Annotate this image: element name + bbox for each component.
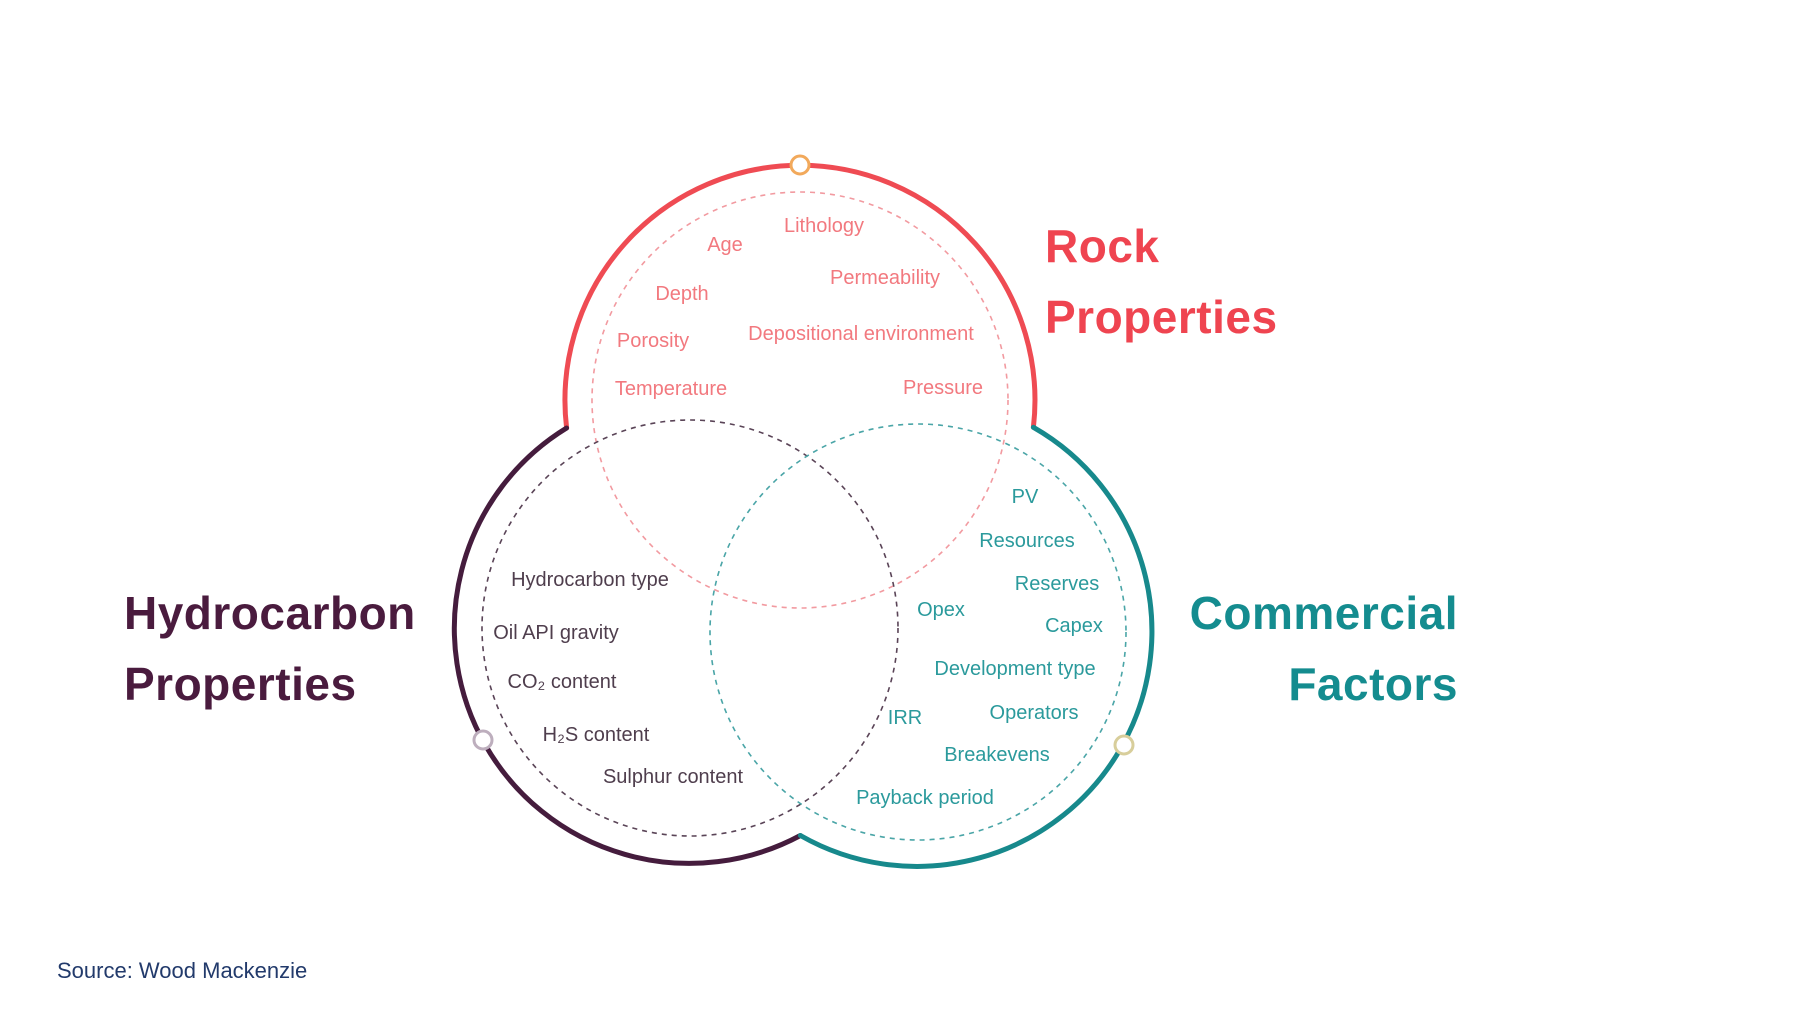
hydrocarbon-dashed-circle xyxy=(481,419,899,837)
rock-node-dot xyxy=(789,154,811,176)
commercial-factors-title-line1: Commercial xyxy=(1189,587,1458,639)
commercial-item-operators: Operators xyxy=(989,702,1079,724)
commercial-factors-title: Commercial Factors xyxy=(1158,578,1458,720)
commercial-item-opex: Opex xyxy=(917,599,965,621)
commercial-item-development-type: Development type xyxy=(934,658,1096,680)
hydrocarbon-item-oil-api-gravity: Oil API gravity xyxy=(493,622,619,644)
commercial-item-reserves: Reserves xyxy=(1014,573,1100,595)
hydrocarbon-item-h2s-content: H₂S content xyxy=(542,724,650,746)
rock-properties-title-line2: Properties xyxy=(1045,291,1278,343)
rock-item-depositional-environment: Depositional environment xyxy=(748,323,974,345)
commercial-factors-title-line2: Factors xyxy=(1288,658,1458,710)
hydrocarbon-item-sulphur-content: Sulphur content xyxy=(602,766,744,788)
rock-item-age: Age xyxy=(707,234,743,256)
rock-item-temperature: Temperature xyxy=(614,378,728,400)
hydrocarbon-outer-arc xyxy=(451,425,803,866)
hydrocarbon-properties-title-line1: Hydrocarbon xyxy=(124,587,416,639)
commercial-item-payback-period: Payback period xyxy=(856,787,994,809)
commercial-node-dot xyxy=(1113,734,1135,756)
hydrocarbon-item-co2-content: CO₂ content xyxy=(507,671,617,693)
rock-dashed-circle xyxy=(591,191,1009,609)
rock-item-depth: Depth xyxy=(655,283,709,305)
commercial-item-capex: Capex xyxy=(1045,615,1103,637)
hydrocarbon-item-type: Hydrocarbon type xyxy=(511,569,669,591)
hydrocarbon-properties-title: Hydrocarbon Properties xyxy=(124,578,416,720)
rock-item-porosity: Porosity xyxy=(616,330,690,352)
hydrocarbon-node-dot xyxy=(472,729,494,751)
commercial-item-resources: Resources xyxy=(979,530,1075,552)
rock-item-lithology: Lithology xyxy=(783,215,865,237)
source-note: Source: Wood Mackenzie xyxy=(57,958,308,983)
rock-properties-title-line1: Rock xyxy=(1045,220,1160,272)
rock-properties-title: Rock Properties xyxy=(1045,211,1278,353)
commercial-item-breakevens: Breakevens xyxy=(944,744,1050,766)
commercial-dashed-circle xyxy=(709,423,1127,841)
hydrocarbon-properties-title-line2: Properties xyxy=(124,658,357,710)
commercial-item-irr: IRR xyxy=(887,707,923,729)
commercial-item-pv: PV xyxy=(1011,486,1039,508)
rock-item-pressure: Pressure xyxy=(902,377,984,399)
rock-item-permeability: Permeability xyxy=(829,267,941,289)
